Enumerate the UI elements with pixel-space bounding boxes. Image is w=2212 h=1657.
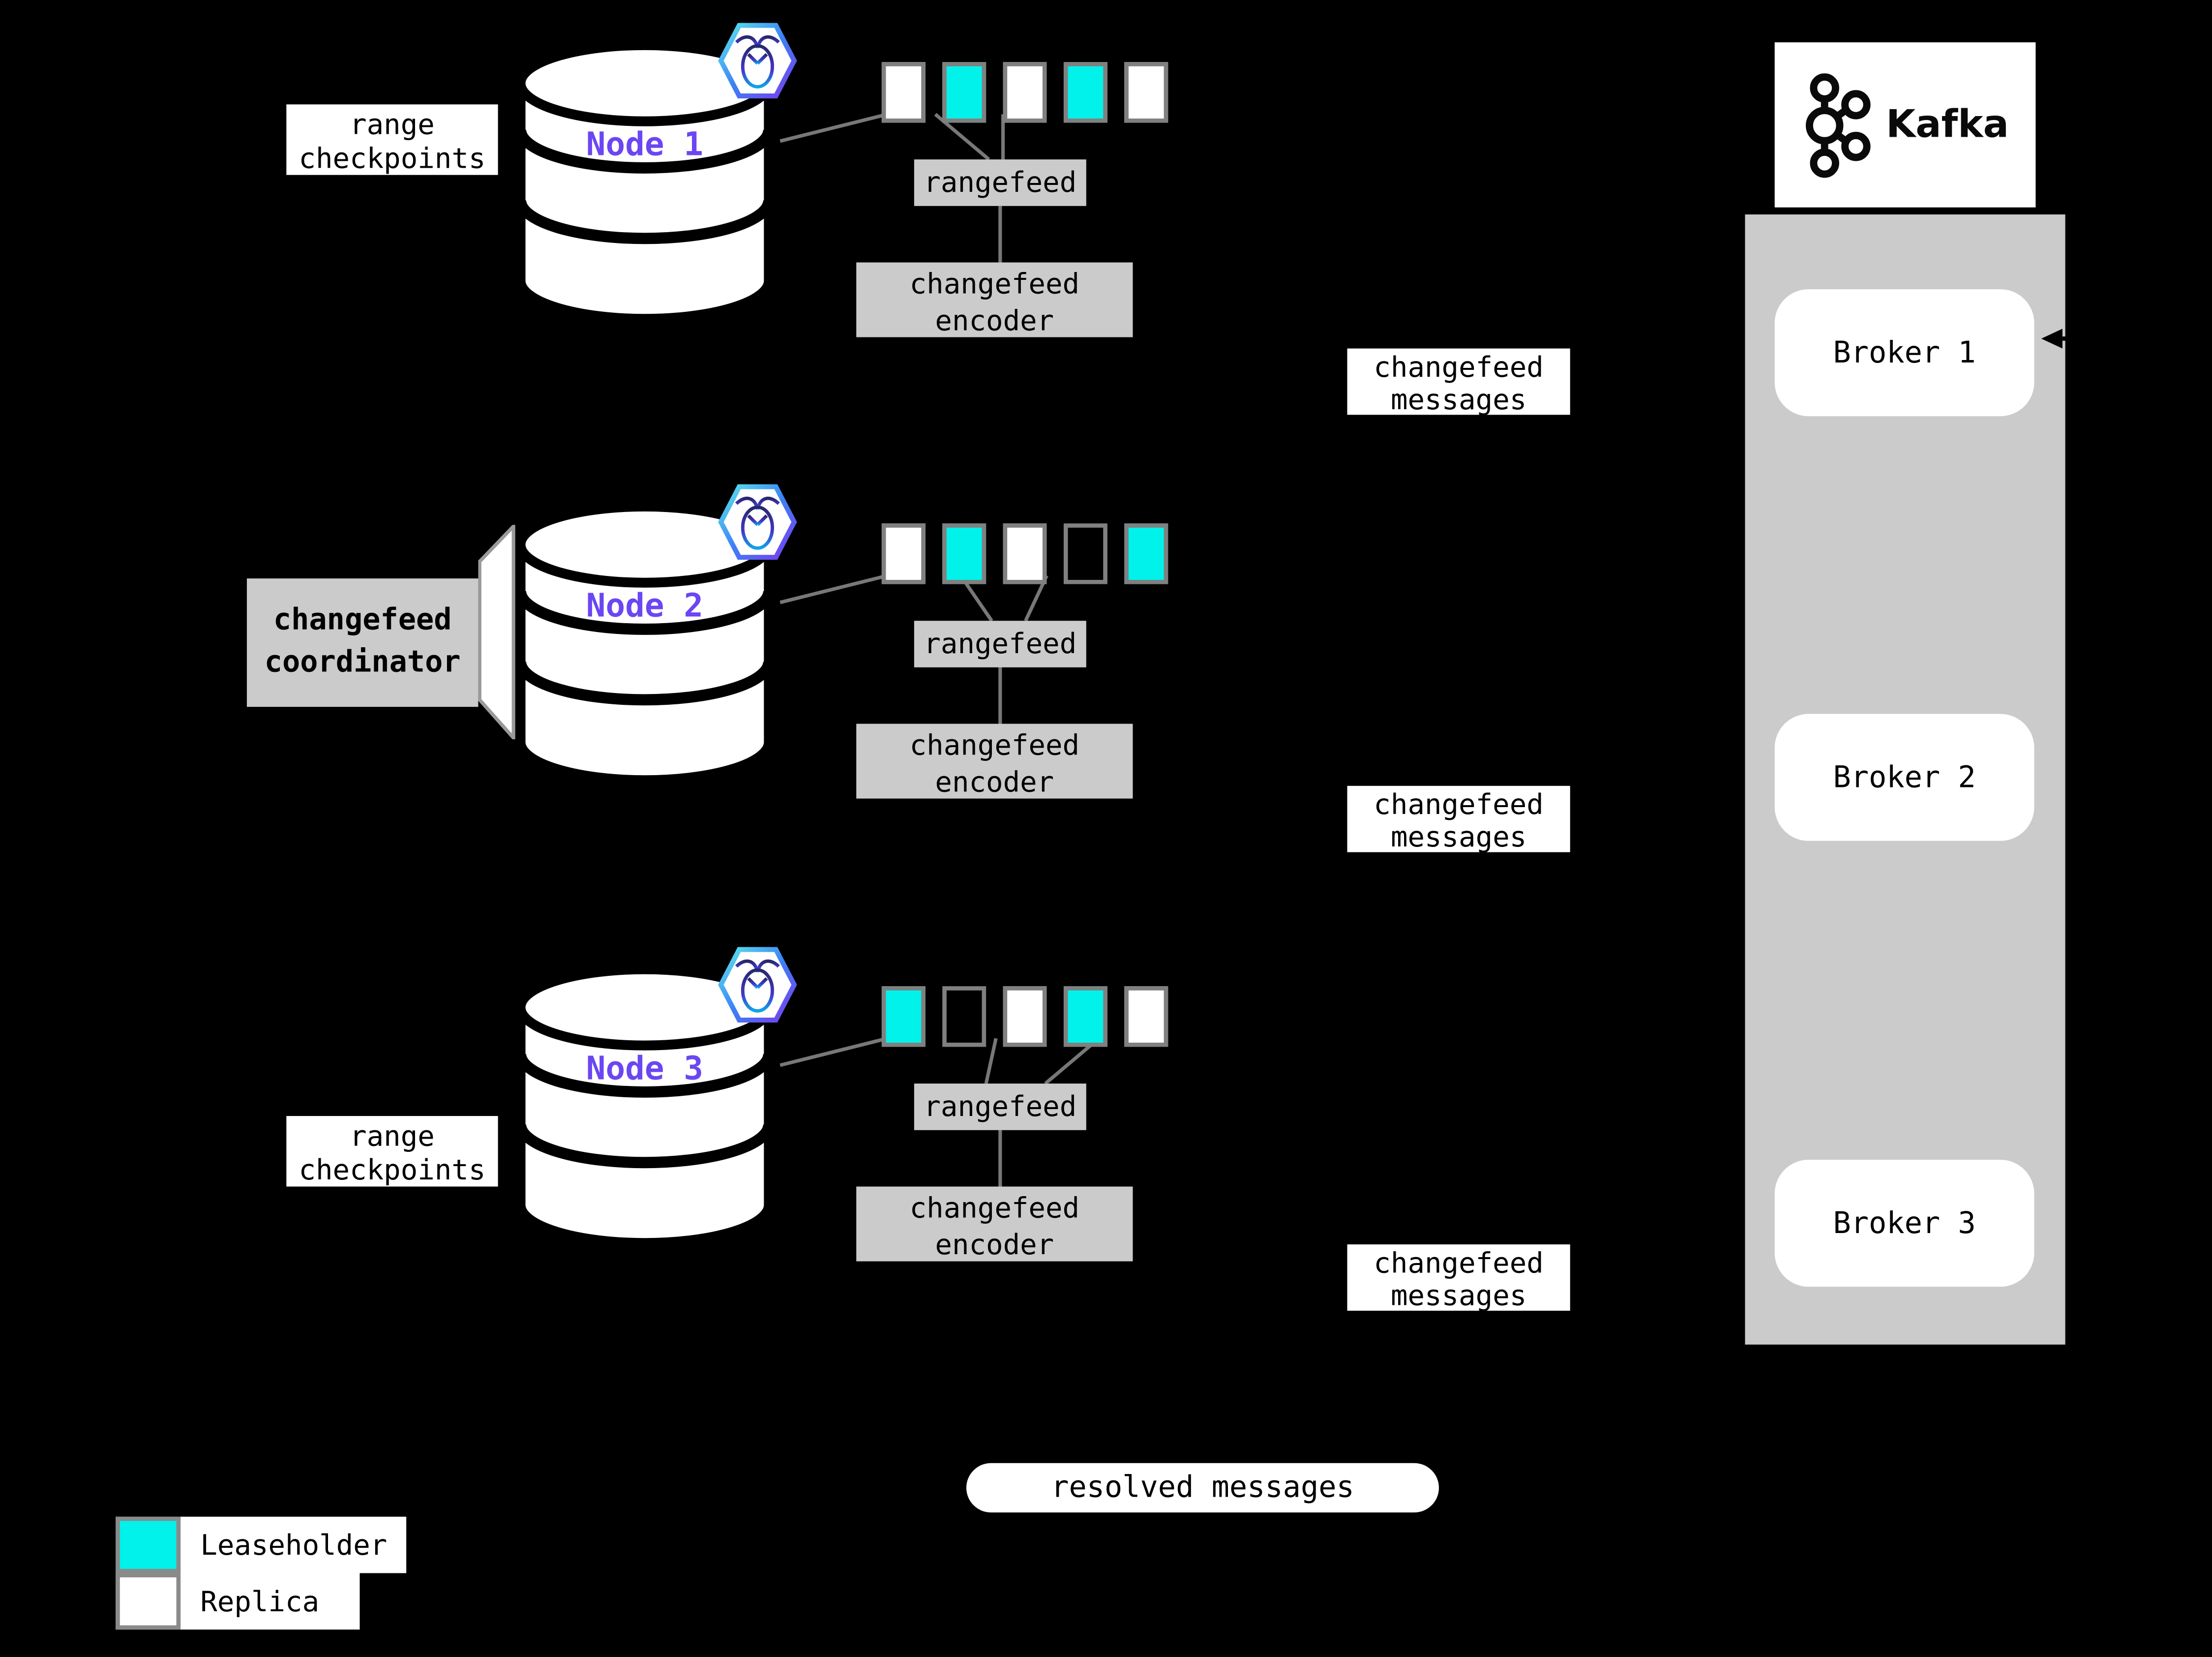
kafka-logo-text: Kafka [1886,103,2009,147]
legend-replica-swatch [116,1573,181,1630]
kafka-logo-box: Kafka [1774,42,2036,208]
range-rect [881,62,926,123]
range-rect [1003,62,1047,123]
kafka-logo-icon [1805,72,1871,178]
range-rect [942,62,986,123]
database-cylinder-icon [515,501,775,785]
changefeed-encoder-box: changefeed encoder [856,723,1133,799]
node-group-1: Node 1 rangefeed changefeed encoder [0,23,2212,406]
range-rect [942,986,986,1047]
arrowhead-icon [2041,329,2072,349]
cockroachdb-hexagon-icon [718,23,797,99]
rangefeed-box: rangefeed [914,1084,1086,1130]
range-rect [1124,986,1168,1047]
coordinator-flag-shape [478,525,515,740]
changefeed-messages-label-1: changefeed messages [1347,348,1570,416]
database-cylinder-icon [515,964,775,1248]
legend-leaseholder-label: Leaseholder [180,1516,407,1573]
legend-leaseholder-swatch [116,1516,181,1573]
rangefeed-box: rangefeed [914,159,1086,206]
range-checkpoints-label-top: range checkpoints [286,104,498,175]
node-group-2: Node 2 rangefeed changefeed encoder [0,484,2212,868]
broker-3: Broker 3 [1774,1159,2034,1287]
range-row [881,986,1168,1047]
range-rect [1063,523,1107,584]
range-rect [1063,62,1107,123]
range-row [881,62,1168,123]
node-name: Node 1 [586,127,704,164]
range-row [881,523,1168,584]
changefeed-encoder-box: changefeed encoder [856,262,1133,337]
range-rect [1124,62,1168,123]
range-rect [881,986,926,1047]
changefeed-coordinator-box: changefeed coordinator [247,578,478,707]
rangefeed-box: rangefeed [914,621,1086,667]
broker-1: Broker 1 [1774,289,2034,417]
node-name: Node 3 [586,1051,704,1088]
cockroachdb-hexagon-icon [718,947,797,1023]
changefeed-encoder-box: changefeed encoder [856,1186,1133,1262]
range-rect [942,523,986,584]
changefeed-messages-label-3: changefeed messages [1347,1244,1570,1311]
legend-replica-label: Replica [180,1573,360,1630]
broker-2: Broker 2 [1774,714,2034,841]
node-name: Node 2 [586,588,704,625]
cockroachdb-hexagon-icon [718,484,797,560]
node-group-3: Node 3 rangefeed changefeed encoder [0,947,2212,1330]
resolved-messages-pill: resolved messages [966,1463,1439,1513]
range-rect [881,523,926,584]
changefeed-messages-label-2: changefeed messages [1347,785,1570,853]
range-rect [1124,523,1168,584]
range-rect [1003,523,1047,584]
range-checkpoints-label-bottom: range checkpoints [286,1116,498,1187]
range-rect [1003,986,1047,1047]
range-rect [1063,986,1107,1047]
